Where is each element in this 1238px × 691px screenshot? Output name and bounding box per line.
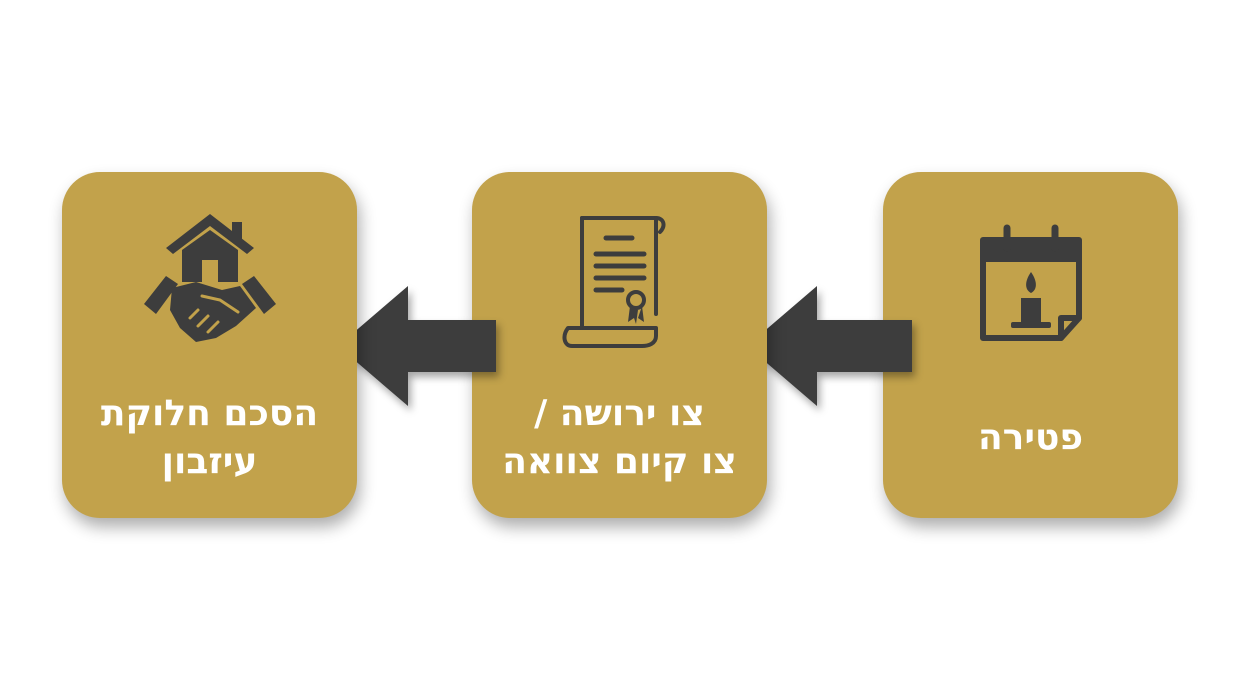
arrow-left-icon: [338, 286, 496, 406]
handshake-house-icon: [143, 214, 276, 342]
will-scroll-icon: [562, 216, 665, 348]
step-label-line: עיזבון: [161, 441, 258, 482]
step-label: הסכם חלוקת עיזבון: [62, 384, 357, 492]
step-card-agreement: הסכם חלוקת עיזבון: [62, 172, 357, 518]
step-label: צו ירושה / צו קיום צוואה: [472, 384, 767, 492]
arrow-left-icon: [747, 286, 912, 406]
step-label-line: הסכם חלוקת: [100, 393, 319, 434]
step-card-death: פטירה: [883, 172, 1178, 518]
step-label: פטירה: [883, 384, 1178, 492]
step-label-line: צו קיום צוואה: [502, 441, 737, 482]
step-card-probate: צו ירושה / צו קיום צוואה: [472, 172, 767, 518]
step-label-line: פטירה: [977, 417, 1084, 458]
step-label-line: צו ירושה /: [534, 393, 705, 434]
calendar-candle-icon: [979, 224, 1082, 341]
